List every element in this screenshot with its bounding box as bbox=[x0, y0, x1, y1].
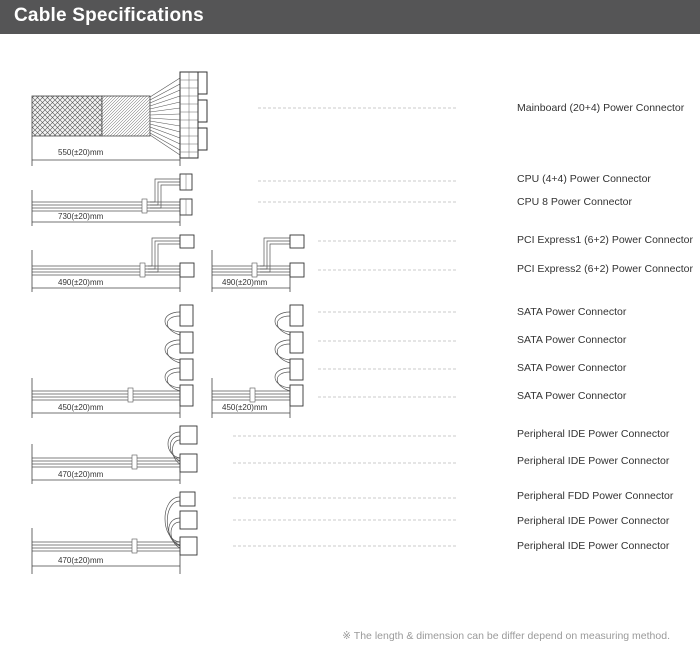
mainboard-fanout-wires bbox=[149, 77, 181, 156]
label-pcie1: PCI Express1 (6+2) Power Connector bbox=[517, 234, 693, 246]
sata2-dimension: 450(±20)mm bbox=[222, 403, 268, 412]
label-fdd: Peripheral FDD Power Connector bbox=[517, 490, 674, 502]
pcie2-6plus2-connector-a bbox=[289, 234, 305, 249]
label-ide-2: Peripheral IDE Power Connector bbox=[517, 455, 670, 467]
cpu-dimension: 730(±20)mm bbox=[58, 212, 104, 221]
sata1-connector-4 bbox=[179, 384, 194, 407]
cpu-cable: 730(±20)mm bbox=[31, 173, 458, 226]
ide-connector-1 bbox=[179, 425, 198, 445]
label-cpu-8: CPU 8 Power Connector bbox=[517, 196, 632, 208]
sata1-connector-1 bbox=[179, 304, 194, 327]
mainboard-heat-shrink bbox=[101, 95, 151, 137]
sata2-connector-4 bbox=[289, 384, 304, 407]
connector-labels: Mainboard (20+4) Power Connector CPU (4+… bbox=[517, 102, 693, 552]
header-bar: Cable Specifications bbox=[0, 0, 700, 34]
ide-connector-2 bbox=[179, 453, 198, 473]
label-sata-3: SATA Power Connector bbox=[517, 362, 627, 374]
fdd-ide-connector-1 bbox=[179, 510, 198, 530]
pcie1-6plus2-connector-b bbox=[179, 262, 195, 278]
mainboard-mesh-sleeve bbox=[31, 95, 103, 137]
sata1-dimension: 450(±20)mm bbox=[58, 403, 104, 412]
sata1-connector-2 bbox=[179, 331, 194, 354]
cpu-dimension-line bbox=[31, 190, 181, 226]
pcie1-dimension: 490(±20)mm bbox=[58, 278, 104, 287]
fdd-ide-dimension: 470(±20)mm bbox=[58, 556, 104, 565]
measurement-note: ※ The length & dimension can be differ d… bbox=[342, 630, 670, 642]
fdd-ide-cable: 470(±20)mm bbox=[31, 491, 458, 574]
sata2-connector-2 bbox=[289, 331, 304, 354]
mainboard-connector-4pin bbox=[197, 71, 208, 95]
sata2-connector-1 bbox=[289, 304, 304, 327]
label-ide-4: Peripheral IDE Power Connector bbox=[517, 540, 670, 552]
sata-cable-1: 450(±20)mm bbox=[31, 304, 194, 418]
mainboard-cable: 550(±20)mm bbox=[31, 71, 458, 166]
label-pcie2: PCI Express2 (6+2) Power Connector bbox=[517, 263, 693, 275]
mainboard-dimension: 550(±20)mm bbox=[58, 148, 104, 157]
label-cpu-4plus4: CPU (4+4) Power Connector bbox=[517, 173, 651, 185]
sata-cable-2: 450(±20)mm bbox=[211, 304, 458, 418]
page-title: Cable Specifications bbox=[14, 5, 204, 26]
label-sata-4: SATA Power Connector bbox=[517, 390, 627, 402]
pcie2-6plus2-connector-b bbox=[289, 262, 305, 278]
ide-cable: 470(±20)mm bbox=[31, 425, 458, 484]
pcie-cable-1: 490(±20)mm bbox=[31, 234, 195, 292]
label-sata-1: SATA Power Connector bbox=[517, 306, 627, 318]
fdd-connector bbox=[179, 491, 196, 507]
sata1-connector-3 bbox=[179, 358, 194, 381]
ide-dimension: 470(±20)mm bbox=[58, 470, 104, 479]
label-ide-3: Peripheral IDE Power Connector bbox=[517, 515, 670, 527]
sata2-connector-3 bbox=[289, 358, 304, 381]
pcie2-dimension: 490(±20)mm bbox=[222, 278, 268, 287]
fdd-ide-connector-2 bbox=[179, 536, 198, 556]
pcie1-6plus2-connector-a bbox=[179, 234, 195, 249]
label-ide-1: Peripheral IDE Power Connector bbox=[517, 428, 670, 440]
label-sata-2: SATA Power Connector bbox=[517, 334, 627, 346]
label-mainboard: Mainboard (20+4) Power Connector bbox=[517, 102, 685, 114]
pcie-cable-2: 490(±20)mm bbox=[211, 234, 458, 292]
mainboard-dimension-line bbox=[31, 136, 181, 166]
